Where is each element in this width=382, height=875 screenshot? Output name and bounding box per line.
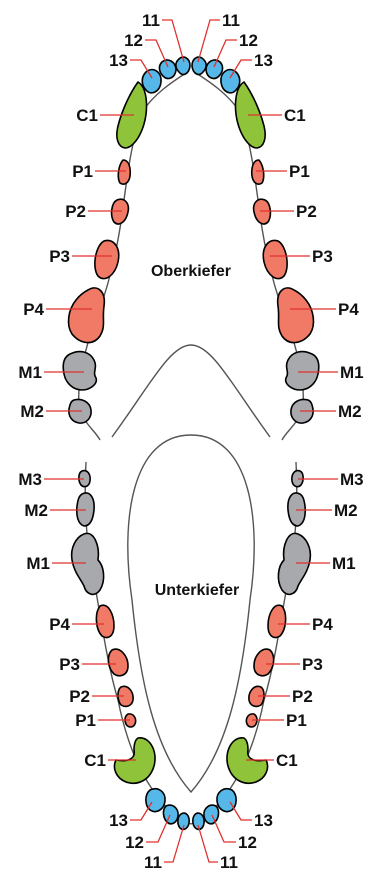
upper-incisor-12-left xyxy=(159,60,176,78)
label-upper-13-left: 13 xyxy=(109,51,128,70)
label-lower-12-right: 12 xyxy=(238,833,257,852)
label-upper-p3-right: P3 xyxy=(312,247,333,266)
mandible-inner-outline xyxy=(128,435,254,792)
label-upper-p4-right: P4 xyxy=(338,300,359,319)
label-upper-11-left: 11 xyxy=(142,11,160,30)
lower-molar-m1-left xyxy=(72,533,104,594)
label-lower-12-left: 12 xyxy=(125,833,144,852)
label-lower-13-right: 13 xyxy=(254,811,273,830)
lower-jaw-title: Unterkiefer xyxy=(155,582,239,599)
label-lower-c1-left: C1 xyxy=(84,751,106,770)
label-lower-p2-right: P2 xyxy=(292,687,313,706)
label-lower-m2-right: M2 xyxy=(334,501,358,520)
lower-molar-m1-right xyxy=(278,533,310,594)
label-upper-m2-right: M2 xyxy=(338,402,362,421)
label-lower-m1-right: M1 xyxy=(332,554,356,573)
label-lower-m3-left: M3 xyxy=(18,470,42,489)
label-upper-11-right: 11 xyxy=(222,11,240,30)
label-upper-c1-left: C1 xyxy=(76,106,98,125)
label-lower-13-left: 13 xyxy=(109,811,128,830)
label-upper-m1-right: M1 xyxy=(340,363,364,382)
palate-arch xyxy=(112,345,270,437)
label-lower-p3-left: P3 xyxy=(59,655,80,674)
label-upper-p3-left: P3 xyxy=(49,247,70,266)
label-upper-p1-left: P1 xyxy=(72,162,93,181)
tooth-labels: 11 12 13 C1 P1 P2 P3 P4 M1 M2 11 12 13 C… xyxy=(18,11,363,872)
label-lower-m3-right: M3 xyxy=(340,470,364,489)
label-lower-p1-right: P1 xyxy=(286,711,307,730)
label-lower-p4-right: P4 xyxy=(312,615,333,634)
upper-molar-m1-right xyxy=(286,352,319,390)
label-upper-m2-left: M2 xyxy=(20,402,44,421)
label-upper-p1-right: P1 xyxy=(289,162,310,181)
leader-upper-11-left xyxy=(162,20,184,62)
label-lower-11-right: 11 xyxy=(220,853,238,872)
label-lower-c1-right: C1 xyxy=(276,751,298,770)
label-upper-p2-right: P2 xyxy=(296,202,317,221)
upper-jaw-title: Oberkiefer xyxy=(151,263,231,280)
upper-molar-m1-left xyxy=(63,352,96,390)
label-lower-p2-left: P2 xyxy=(69,687,90,706)
label-upper-m1-left: M1 xyxy=(18,363,42,382)
upper-incisor-12-right xyxy=(206,60,223,78)
leader-lower-11-right xyxy=(198,825,218,862)
upper-premolar-p3-left xyxy=(95,240,119,278)
upper-premolar-p1-left xyxy=(118,160,130,184)
label-lower-p1-left: P1 xyxy=(75,711,96,730)
label-lower-p3-right: P3 xyxy=(302,655,323,674)
lower-premolar-p3-right xyxy=(254,649,274,676)
upper-premolar-p3-right xyxy=(263,240,287,278)
label-lower-11-left: 11 xyxy=(144,853,162,872)
label-lower-m2-left: M2 xyxy=(24,501,48,520)
lower-premolar-p3-left xyxy=(108,649,128,676)
upper-premolar-p4-left xyxy=(69,288,105,343)
label-upper-13-right: 13 xyxy=(254,51,273,70)
leader-lower-11-left xyxy=(164,825,184,862)
label-upper-p2-left: P2 xyxy=(65,202,86,221)
lower-premolar-p4-left xyxy=(96,605,114,637)
label-lower-p4-left: P4 xyxy=(49,615,70,634)
lower-jaw: Unterkiefer xyxy=(72,435,311,829)
leader-upper-11-right xyxy=(198,20,220,62)
label-upper-c1-right: C1 xyxy=(284,106,306,125)
lower-incisor-12-right xyxy=(204,805,219,824)
label-upper-p4-left: P4 xyxy=(23,300,44,319)
lower-incisor-12-left xyxy=(163,805,178,824)
label-upper-12-right: 12 xyxy=(239,31,258,50)
label-upper-12-left: 12 xyxy=(124,31,143,50)
label-lower-m1-left: M1 xyxy=(26,554,50,573)
upper-incisor-13-left xyxy=(142,70,161,93)
lower-premolar-p4-right xyxy=(268,605,286,637)
upper-premolar-p1-right xyxy=(252,160,264,184)
upper-incisor-13-right xyxy=(221,70,240,93)
upper-premolar-p4-right xyxy=(278,288,314,343)
leader-lines xyxy=(44,20,338,862)
